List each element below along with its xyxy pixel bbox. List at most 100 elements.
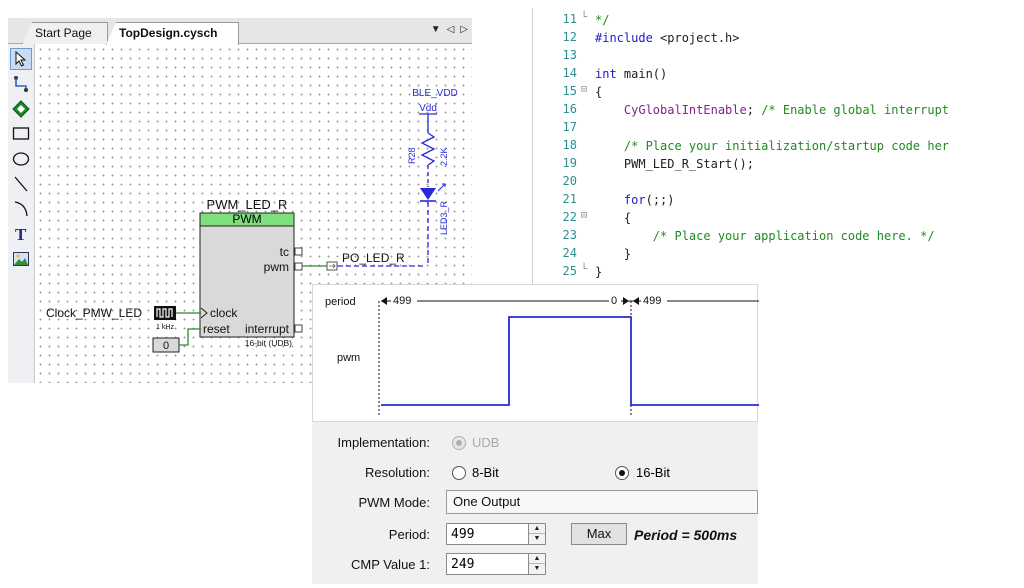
cmp-value[interactable]: 249 (451, 557, 475, 572)
code-line[interactable]: 16 CyGlobalIntEnable; /* Enable global i… (533, 102, 1012, 120)
cmp-spin-down-icon[interactable]: ▼ (533, 565, 541, 572)
pwm-mode-select[interactable]: One Output (446, 490, 758, 514)
period-annotation: Period = 500ms (634, 527, 738, 543)
fold-marker-icon[interactable]: ⊟ (581, 210, 588, 221)
component-icon[interactable] (10, 98, 32, 120)
reset-wire[interactable] (179, 328, 201, 346)
pwm-waveform (381, 316, 759, 406)
led-symbol[interactable] (420, 188, 436, 200)
code-token: for (623, 193, 646, 207)
fold-marker-icon[interactable] (581, 102, 593, 120)
code-line[interactable]: 21 for(;;) (533, 192, 1012, 210)
code-text: PWM_LED_R_Start(); (595, 157, 754, 171)
code-line[interactable]: 22⊟ { (533, 210, 1012, 228)
clock-pin-marker (200, 307, 208, 319)
text-icon[interactable]: T (10, 223, 32, 245)
line-number: 14 (562, 66, 577, 80)
code-line[interactable]: 18 /* Place your initialization/startup … (533, 138, 1012, 156)
code-line[interactable]: 13 (533, 48, 1012, 66)
code-token: } (595, 247, 632, 261)
tab-scroll-right-icon[interactable]: ▷ (460, 24, 468, 35)
code-token: { (595, 211, 632, 225)
period-arrow-left-icon (381, 297, 387, 305)
cmp-spin-buttons: ▲ ▼ (528, 554, 545, 574)
pin-pwm-label: pwm (264, 260, 289, 274)
tab-start-page[interactable]: Start Page (22, 22, 108, 44)
code-line[interactable]: 20 (533, 174, 1012, 192)
code-token: PWM_LED_R_Start(); (595, 157, 754, 171)
fold-marker-icon[interactable] (581, 228, 593, 246)
cmp-spin-up-icon[interactable]: ▲ (529, 554, 545, 564)
fold-marker-icon[interactable] (581, 30, 593, 48)
pin-interrupt-label: interrupt (245, 322, 290, 336)
pin-interrupt-terminal[interactable] (294, 324, 303, 333)
pwm-component-name: PWM_LED_R (207, 197, 288, 212)
net-label: PO_LED_R (342, 251, 405, 265)
fold-marker-icon[interactable] (581, 66, 593, 84)
pwm-type-banner (199, 212, 295, 227)
rectangle-icon[interactable] (10, 123, 32, 145)
clock-frequency: 1 kHz (156, 324, 174, 331)
fold-marker-icon[interactable] (581, 246, 593, 264)
period-spin-down-icon[interactable]: ▼ (533, 535, 541, 542)
cmp-value-spinbox[interactable]: 249 ▲ ▼ (446, 553, 546, 575)
code-token: (;;) (645, 193, 675, 207)
resistor-name: R28 (407, 147, 417, 164)
pin-tc-terminal[interactable] (294, 247, 303, 256)
resolution-8bit-label[interactable]: 8-Bit (472, 465, 499, 480)
tab-list-dropdown-icon[interactable]: ▼ (430, 24, 441, 35)
pointer-icon[interactable] (10, 48, 32, 70)
cmp-value-label: CMP Value 1: (350, 557, 430, 572)
timing-pwm-label: pwm (337, 352, 360, 364)
wire-icon[interactable] (10, 73, 32, 95)
code-line[interactable]: 19 PWM_LED_R_Start(); (533, 156, 1012, 174)
resolution-16bit-radio[interactable] (615, 466, 629, 480)
code-token: /* Enable global interrupt (761, 103, 950, 117)
arc-icon[interactable] (10, 198, 32, 220)
port-arrow-icon (329, 263, 336, 269)
fold-marker-icon[interactable] (581, 174, 593, 192)
max-button[interactable]: Max (571, 523, 627, 545)
line-icon[interactable] (10, 173, 32, 195)
resolution-8bit-radio[interactable] (452, 466, 466, 480)
ellipse-icon[interactable] (10, 148, 32, 170)
fold-marker-icon[interactable] (581, 192, 593, 210)
fold-marker-icon[interactable] (581, 120, 593, 138)
fold-marker-icon[interactable]: └ (581, 264, 588, 275)
code-token: <project.h> (652, 31, 740, 45)
resistor-symbol[interactable] (420, 132, 436, 166)
period-spin-up-icon[interactable]: ▲ (529, 524, 545, 534)
image-icon[interactable] (10, 248, 32, 270)
code-line[interactable]: 15⊟{ (533, 84, 1012, 102)
code-line[interactable]: 23 /* Place your application code here. … (533, 228, 1012, 246)
period-spinbox[interactable]: 499 ▲ ▼ (446, 523, 546, 545)
pwm-footnote: 16-bit (UDB) (245, 338, 292, 348)
fold-marker-icon[interactable] (581, 138, 593, 156)
code-line[interactable]: 11└*/ (533, 12, 1012, 30)
pwm-config-panel: Implementation: UDB Resolution: 8-Bit 16… (312, 422, 758, 584)
fold-marker-icon[interactable]: └ (581, 12, 588, 23)
fold-marker-icon[interactable]: ⊟ (581, 84, 588, 95)
fold-marker-icon[interactable] (581, 48, 593, 66)
pin-pwm-terminal[interactable] (294, 262, 303, 271)
implementation-label: Implementation: (337, 435, 431, 450)
line-number: 24 (562, 246, 577, 260)
line-number: 13 (562, 48, 577, 62)
clock-name-label: Clock_PMW_LED (46, 306, 142, 320)
tab-scroll-left-icon[interactable]: ◁ (446, 24, 455, 35)
resolution-16bit-label[interactable]: 16-Bit (636, 465, 670, 480)
code-line[interactable]: 24 } (533, 246, 1012, 264)
tab-controls: ▼ ◁ ▷ (431, 24, 468, 35)
code-line[interactable]: 12#include <project.h> (533, 30, 1012, 48)
implementation-udb-label: UDB (472, 435, 500, 450)
fold-marker-icon[interactable] (581, 156, 593, 174)
tab-topdesign[interactable]: TopDesign.cysch (106, 22, 239, 45)
code-line[interactable]: 25└} (533, 264, 1012, 282)
line-number: 20 (562, 174, 577, 188)
period-value[interactable]: 499 (451, 527, 475, 542)
code-line[interactable]: 17 (533, 120, 1012, 138)
pwm-mode-label: PWM Mode: (358, 495, 430, 510)
pwm-component-body[interactable] (199, 212, 295, 338)
